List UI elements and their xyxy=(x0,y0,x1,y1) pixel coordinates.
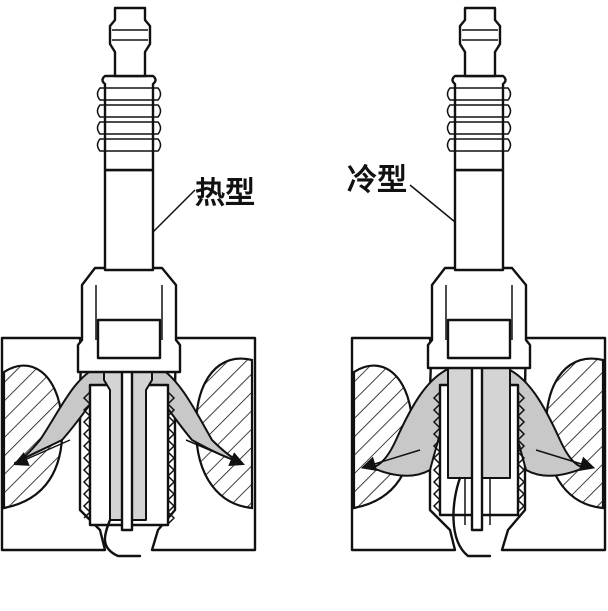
hot-type-spark-plug xyxy=(0,6,257,558)
cold-terminal xyxy=(458,6,502,78)
cold-thread-teeth-left xyxy=(432,391,442,513)
hot-thread-teeth-right xyxy=(166,391,176,525)
cold-type-label: 冷型 xyxy=(347,163,407,198)
hot-terminal xyxy=(108,6,152,78)
cold-insulator-body xyxy=(453,168,505,272)
cold-heat-arrow-right xyxy=(535,449,596,471)
hot-heat-arrow-right xyxy=(185,439,245,466)
cold-thread-teeth-right xyxy=(516,391,526,513)
hot-insulator-body xyxy=(103,168,155,272)
hot-thread-teeth-left xyxy=(82,391,92,519)
hot-label-leader xyxy=(152,189,196,233)
hot-ground-electrode xyxy=(103,518,142,558)
hot-heat-arrow-left xyxy=(13,439,71,466)
cold-ribbed-insulator xyxy=(451,74,507,172)
cold-heat-arrow-left xyxy=(360,449,421,471)
hot-type-label: 热型 xyxy=(195,176,255,211)
cold-label-leader xyxy=(409,184,456,223)
cold-type-spark-plug xyxy=(350,6,607,558)
hot-ribbed-insulator xyxy=(101,74,157,172)
cold-ground-electrode xyxy=(452,476,492,558)
